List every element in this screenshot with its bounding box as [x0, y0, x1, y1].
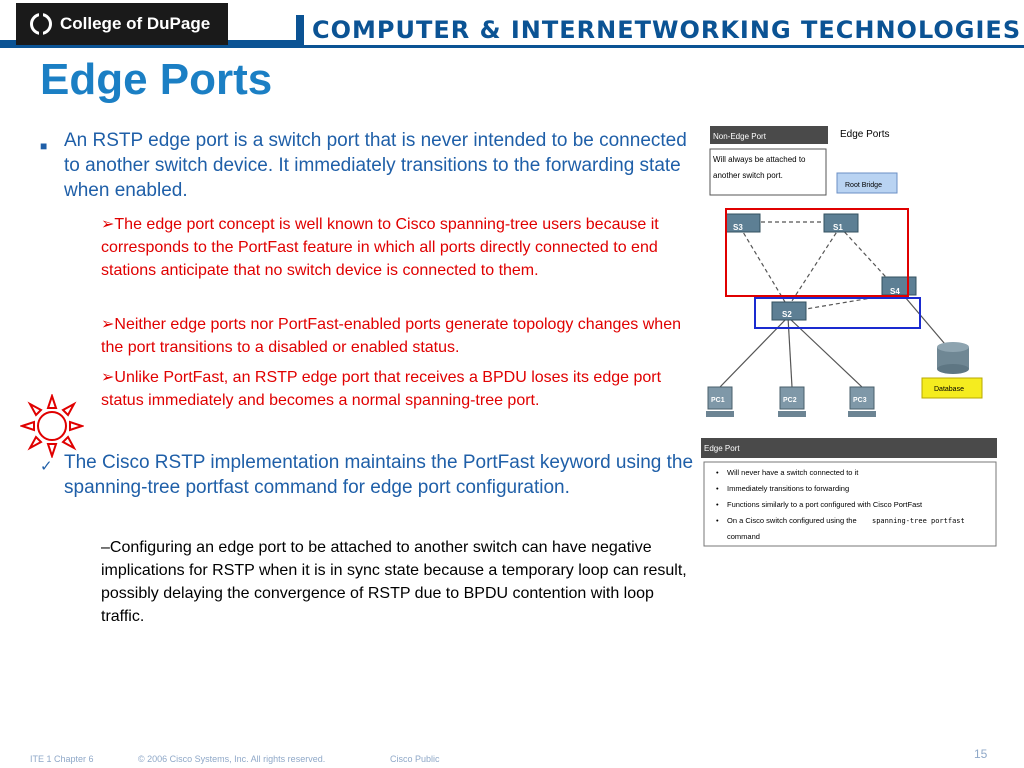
- database-label: Database: [934, 386, 964, 393]
- edge-item-2: Immediately transitions to forwarding: [727, 484, 849, 493]
- edge-item-4-command: spanning-tree portfast: [872, 517, 965, 525]
- edge-item-4: On a Cisco switch configured using the: [727, 516, 857, 525]
- edge-ports-label: Edge Ports: [840, 129, 889, 140]
- bullet-1-text: An RSTP edge port is a switch port that …: [64, 130, 687, 201]
- department-banner: COMPUTER & INTERNETWORKING TECHNOLOGIES: [296, 15, 1024, 45]
- sub-bullet-2-text: Neither edge ports nor PortFast-enabled …: [101, 316, 681, 356]
- switch-s3-label: S3: [733, 223, 743, 232]
- edge-port-diagram: Non-Edge Port Will always be attached to…: [701, 126, 997, 547]
- sub-bullet-3: ➢Unlike PortFast, an RSTP edge port that…: [101, 366, 699, 412]
- pc-2-label: PC2: [783, 397, 797, 404]
- switch-s1-label: S1: [833, 223, 843, 232]
- switch-s2-label: S2: [782, 310, 792, 319]
- slide-title: Edge Ports: [40, 55, 273, 104]
- edge-port-header: Edge Port: [704, 444, 740, 453]
- svg-text:•: •: [716, 484, 719, 493]
- edge-item-4-tail: command: [727, 532, 760, 541]
- college-logo: College of DuPage: [16, 3, 228, 45]
- root-bridge-label: Root Bridge: [845, 182, 882, 189]
- bullet-1: ■ An RSTP edge port is a switch port tha…: [40, 128, 700, 203]
- arrow-bullet-icon: ➢: [101, 316, 115, 333]
- database-label-box: [921, 377, 983, 399]
- red-highlight-box: [725, 208, 909, 297]
- pc-1: PC1: [706, 386, 734, 417]
- arrow-bullet-icon: ➢: [101, 216, 115, 233]
- switch-s3: S3: [725, 213, 761, 233]
- svg-text:•: •: [716, 468, 719, 477]
- root-bridge-box: [836, 172, 898, 194]
- college-logo-text: College of DuPage: [60, 14, 211, 33]
- footer-classification: Cisco Public: [390, 754, 440, 764]
- database-server: Database: [921, 342, 983, 399]
- pc-3-label: PC3: [853, 397, 867, 404]
- switch-s4: S4: [881, 276, 917, 296]
- college-logo-icon: [30, 13, 52, 35]
- switch-s1: S1: [823, 213, 859, 233]
- non-edge-line-2: another switch port.: [713, 171, 783, 180]
- edge-port-header-bar: [701, 438, 997, 458]
- non-edge-line-1: Will always be attached to: [713, 155, 806, 164]
- edge-item-3: Functions similarly to a port configured…: [727, 500, 923, 509]
- checkmark-bullet-icon: ✓: [40, 458, 53, 475]
- sub-bullet-2: ➢Neither edge ports nor PortFast-enabled…: [101, 313, 699, 359]
- footer-chapter: ITE 1 Chapter 6: [30, 754, 94, 764]
- pc-2: PC2: [778, 386, 806, 417]
- blue-highlight-box: [754, 297, 921, 329]
- non-edge-box: [709, 148, 827, 196]
- sub-bullet-1: ➢The edge port concept is well known to …: [101, 213, 699, 282]
- warning-sun-icon: [20, 394, 84, 458]
- footer-copyright: © 2006 Cisco Systems, Inc. All rights re…: [138, 754, 326, 764]
- svg-text:•: •: [716, 500, 719, 509]
- square-bullet-icon: ■: [40, 139, 48, 153]
- non-edge-header: Non-Edge Port: [713, 132, 767, 141]
- sub-bullet-3-text: Unlike PortFast, an RSTP edge port that …: [101, 369, 662, 409]
- sub-bullet-1-text: The edge port concept is well known to C…: [101, 216, 659, 279]
- page-number: 15: [974, 747, 988, 761]
- svg-text:•: •: [716, 516, 719, 525]
- switch-s2: S2: [771, 301, 807, 321]
- sub-bullet-4: –Configuring an edge port to be attached…: [101, 539, 687, 625]
- pc-3: PC3: [848, 386, 876, 417]
- arrow-bullet-icon: ➢: [101, 369, 115, 386]
- edge-port-box: [703, 461, 997, 547]
- bullet-2-text: The Cisco RSTP implementation maintains …: [64, 452, 694, 498]
- switch-s4-label: S4: [890, 287, 900, 296]
- non-edge-header-bar: [710, 126, 828, 144]
- edge-item-1: Will never have a switch connected to it: [727, 468, 859, 477]
- bullet-2: ✓ The Cisco RSTP implementation maintain…: [40, 450, 700, 500]
- pc-1-label: PC1: [711, 397, 725, 404]
